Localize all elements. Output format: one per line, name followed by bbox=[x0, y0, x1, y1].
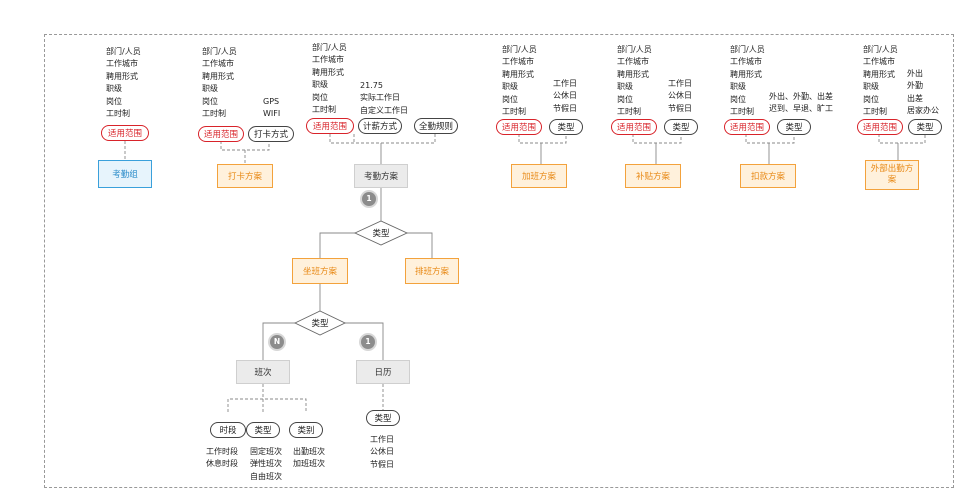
clock-plan-scope-oval: 适用范围 bbox=[198, 126, 244, 142]
period-oval: 时段 bbox=[210, 422, 246, 438]
overtime-plan-scope-oval: 适用范围 bbox=[496, 119, 542, 135]
overtime-plan-fields: 部门/人员 工作城市 聘用形式 职级 岗位 工时制 bbox=[502, 45, 537, 117]
allowance-type-oval: 类型 bbox=[664, 119, 698, 135]
field-types: 外出 外勤 出差 居家办公 bbox=[907, 69, 939, 116]
field-plan-scope-oval: 适用范围 bbox=[857, 119, 903, 135]
deduction-type-oval: 类型 bbox=[777, 119, 811, 135]
decision-type-label: 类型 bbox=[372, 229, 390, 239]
shift-schedule-plan-box: 排班方案 bbox=[405, 258, 459, 284]
clock-plan-methods: GPS WIFI bbox=[263, 97, 281, 119]
overtime-types: 工作日 公休日 节假日 bbox=[553, 79, 577, 113]
deduction-types: 外出、外勤、出差 迟到、早退、旷工 bbox=[769, 92, 833, 114]
overtime-type-oval: 类型 bbox=[549, 119, 583, 135]
clock-method-oval: 打卡方式 bbox=[248, 126, 294, 142]
full-attendance-rule-oval: 全勤规则 bbox=[414, 118, 458, 134]
one-badge-icon-2: 1 bbox=[361, 335, 375, 349]
decision-diamond-type-2 bbox=[293, 310, 347, 336]
calendar-items: 工作日 公休日 节假日 bbox=[370, 435, 394, 469]
deduction-plan-scope-oval: 适用范围 bbox=[724, 119, 770, 135]
category-oval: 类别 bbox=[289, 422, 323, 438]
attendance-group-box: 考勤组 bbox=[98, 160, 152, 188]
shift-class-box: 班次 bbox=[236, 360, 290, 384]
deduction-plan-box: 扣款方案 bbox=[740, 164, 796, 188]
clock-plan-box: 打卡方案 bbox=[217, 164, 273, 188]
attendance-pay-items: 21.75 实际工作日 自定义工作日 bbox=[360, 81, 408, 115]
attendance-plan-fields: 部门/人员 工作城市 聘用形式 职级 岗位 工时制 bbox=[312, 43, 347, 115]
allowance-types: 工作日 公休日 节假日 bbox=[668, 79, 692, 113]
attendance-plan-box: 考勤方案 bbox=[354, 164, 408, 188]
one-badge-icon: 1 bbox=[362, 192, 376, 206]
n-badge-icon: N bbox=[270, 335, 284, 349]
class-type-items: 固定班次 弹性班次 自由班次 bbox=[250, 447, 282, 481]
decision-type-label-2: 类型 bbox=[311, 319, 329, 329]
overtime-plan-box: 加班方案 bbox=[511, 164, 567, 188]
pay-method-oval: 计薪方式 bbox=[358, 118, 402, 134]
diagram-frame bbox=[44, 34, 954, 488]
allowance-plan-scope-oval: 适用范围 bbox=[611, 119, 657, 135]
category-items: 出勤班次 加班班次 bbox=[293, 447, 325, 469]
class-type-oval: 类型 bbox=[246, 422, 280, 438]
fixed-schedule-plan-box: 坐班方案 bbox=[292, 258, 348, 284]
field-attendance-plan-box: 外部出勤方案 bbox=[865, 160, 919, 190]
allowance-plan-box: 补贴方案 bbox=[625, 164, 681, 188]
allowance-plan-fields: 部门/人员 工作城市 聘用形式 职级 岗位 工时制 bbox=[617, 45, 652, 117]
field-plan-fields: 部门/人员 工作城市 聘用形式 职级 岗位 工时制 bbox=[863, 45, 898, 117]
deduction-plan-fields: 部门/人员 工作城市 聘用形式 职级 岗位 工时制 bbox=[730, 45, 765, 117]
period-items: 工作时段 休息时段 bbox=[206, 447, 238, 469]
decision-diamond-type bbox=[353, 220, 409, 246]
clock-plan-fields: 部门/人员 工作城市 聘用形式 职级 岗位 工时制 bbox=[202, 47, 237, 119]
calendar-box: 日历 bbox=[356, 360, 410, 384]
attendance-group-scope-oval: 适用范围 bbox=[101, 125, 149, 141]
field-type-oval: 类型 bbox=[908, 119, 942, 135]
attendance-plan-scope-oval: 适用范围 bbox=[306, 118, 354, 134]
calendar-type-oval: 类型 bbox=[366, 410, 400, 426]
attendance-group-fields: 部门/人员 工作城市 聘用形式 职级 岗位 工时制 bbox=[106, 47, 141, 119]
